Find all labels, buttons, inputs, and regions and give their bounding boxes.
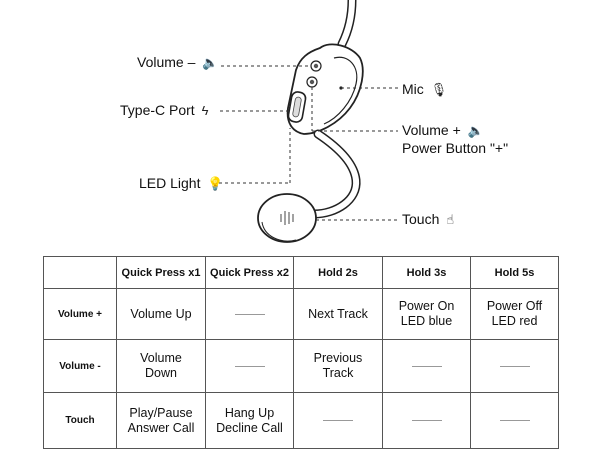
- label-led-light: LED Light 💡: [139, 175, 224, 192]
- label-volume-plus-text: Volume +: [402, 122, 461, 138]
- label-power-button: Power Button "+": [402, 140, 508, 157]
- table-cell: Next Track: [293, 288, 383, 340]
- label-touch: Touch ☝: [402, 211, 454, 228]
- empty-dash: [411, 420, 442, 422]
- table-cell: Volume Up: [116, 288, 206, 340]
- mic-icon: 🎙: [430, 82, 448, 97]
- empty-dash: [234, 365, 265, 367]
- headphone-diagram: [219, 0, 398, 243]
- table-header-row: Quick Press x1 Quick Press x2 Hold 2s Ho…: [43, 256, 559, 289]
- label-touch-text: Touch: [402, 211, 440, 227]
- header-cell: Hold 5s: [470, 256, 559, 289]
- empty-dash: [411, 365, 442, 367]
- empty-dash: [234, 313, 265, 315]
- table-cell: [293, 392, 383, 449]
- label-power-button-text: Power Button "+": [402, 140, 509, 156]
- speaker-icon: 🔈: [202, 55, 219, 70]
- table-cell: [382, 392, 471, 449]
- table-cell: [205, 288, 294, 340]
- table-cell: [205, 339, 294, 393]
- label-volume-minus: Volume – 🔈: [137, 54, 218, 71]
- empty-dash: [499, 365, 530, 367]
- label-type-c-port: Type-C Port ϟ: [120, 102, 208, 119]
- label-volume-minus-text: Volume –: [137, 54, 196, 70]
- empty-dash: [499, 420, 530, 422]
- label-mic: Mic 🎙: [402, 81, 447, 98]
- table-cell: [470, 392, 559, 449]
- lightning-icon: ϟ: [201, 103, 209, 118]
- header-cell: [43, 256, 117, 289]
- row-label: Volume +: [43, 288, 117, 340]
- row-label: Volume -: [43, 339, 117, 393]
- header-cell: Quick Press x1: [116, 256, 206, 289]
- label-led-text: LED Light: [139, 175, 201, 191]
- label-type-c-text: Type-C Port: [120, 102, 195, 118]
- controls-table: Quick Press x1 Quick Press x2 Hold 2s Ho…: [43, 256, 559, 449]
- header-cell: Quick Press x2: [205, 256, 294, 289]
- empty-dash: [323, 420, 353, 422]
- header-cell: Hold 2s: [293, 256, 383, 289]
- header-cell: Hold 3s: [382, 256, 471, 289]
- label-volume-plus: Volume + 🔈: [402, 122, 484, 139]
- table-cell: [470, 339, 559, 393]
- control-module: [286, 43, 364, 135]
- speaker-icon: 🔈: [467, 123, 484, 138]
- row-label: Touch: [43, 392, 117, 449]
- label-mic-text: Mic: [402, 81, 424, 97]
- table-cell: [382, 339, 471, 393]
- bone-conduction-pad: [257, 193, 317, 243]
- bulb-icon: 💡: [207, 176, 224, 191]
- hand-touch-icon: ☝: [446, 212, 455, 227]
